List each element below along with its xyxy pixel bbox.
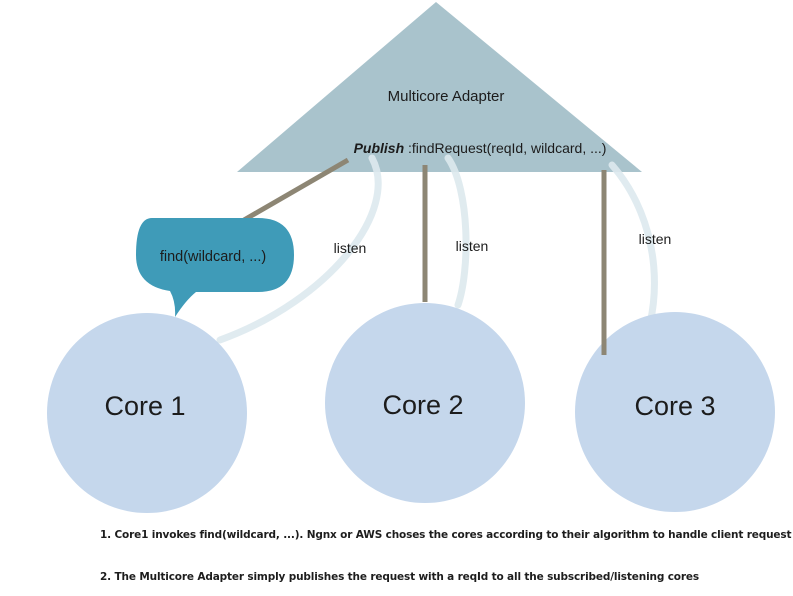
adapter-title: Multicore Adapter — [388, 88, 505, 105]
core-1-circle — [47, 313, 247, 513]
adapter-publish-keyword: Publish — [354, 140, 405, 156]
speech-bubble-shape — [136, 218, 294, 317]
core-3-circle — [575, 312, 775, 512]
adapter-publish-call: :findRequest(reqId, wildcard, ...) — [404, 140, 606, 156]
note-2: 2. The Multicore Adapter simply publishe… — [100, 571, 699, 583]
core-3-label: Core 3 — [634, 391, 715, 421]
listen-label-core-2: listen — [456, 238, 489, 254]
speech-bubble-text: find(wildcard, ...) — [160, 249, 266, 265]
connectors — [242, 157, 607, 355]
adapter-triangle — [237, 2, 642, 172]
speech-bubble: find(wildcard, ...) — [136, 218, 294, 317]
listen-arc-core-2 — [444, 154, 470, 309]
connector-core-1-to-adapter — [242, 157, 350, 223]
core-2-label: Core 2 — [382, 390, 463, 420]
listen-arc-core-1 — [216, 154, 382, 344]
adapter-publish-line: Publish :findRequest(reqId, wildcard, ..… — [354, 140, 607, 156]
core-2-circle — [325, 303, 525, 503]
listen-label-core-1: listen — [334, 240, 367, 256]
core-1-label: Core 1 — [104, 391, 185, 421]
note-1: 1. Core1 invokes find(wildcard, ...). Ng… — [100, 529, 792, 541]
listen-label-core-3: listen — [639, 231, 672, 247]
